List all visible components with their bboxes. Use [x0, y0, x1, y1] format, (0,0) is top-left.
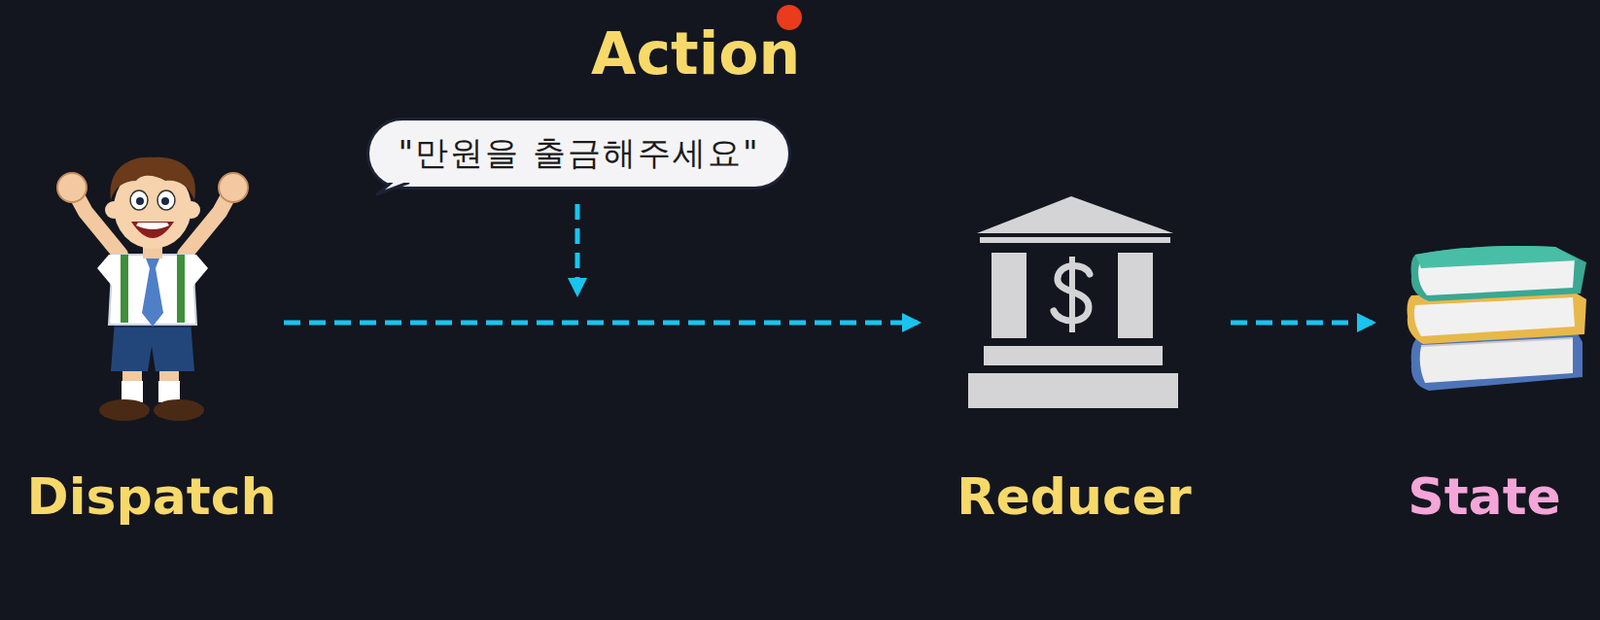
state-node: State	[1372, 233, 1597, 527]
dispatch-node: Dispatch	[19, 145, 284, 527]
speech-text: "만원을 출금해주세요"	[397, 131, 760, 176]
action-bubble: "만원을 출금해주세요"Action	[366, 117, 792, 190]
bank-icon	[968, 196, 1179, 409]
node-label: Reducer	[956, 466, 1191, 527]
action-label: Action	[591, 19, 800, 88]
boy-illustration	[57, 157, 248, 421]
books-icon	[1407, 245, 1588, 391]
reducer-node: Reducer	[917, 184, 1231, 527]
flow-arrow	[1230, 320, 1373, 326]
node-label: State	[1407, 466, 1562, 527]
node-label: Dispatch	[27, 466, 278, 527]
leader-arrow	[575, 204, 581, 294]
flow-arrow	[283, 320, 918, 326]
